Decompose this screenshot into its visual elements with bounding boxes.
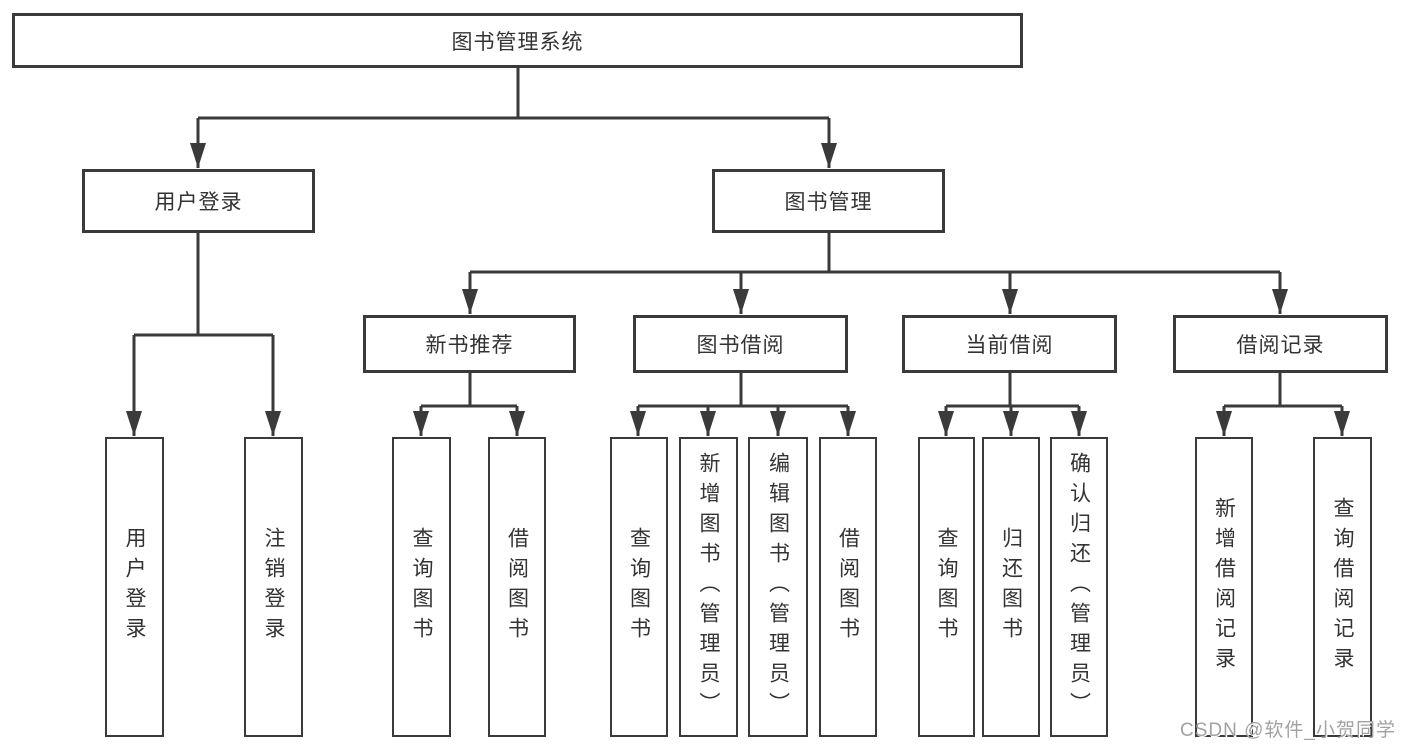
node-return-books: 归还图书	[982, 437, 1040, 737]
node-query-books-under-recommendation: 查询图书	[392, 437, 451, 737]
node-confirm-return-admin: 确认归还（管理员）	[1050, 437, 1108, 737]
node-label: 注销登录	[262, 527, 285, 647]
node-logout-action: 注销登录	[244, 437, 303, 737]
node-borrow-books-under-recommendation: 借阅图书	[488, 437, 546, 737]
node-label: 编辑图书（管理员）	[766, 452, 790, 722]
node-label: 新增图书（管理员）	[697, 452, 720, 722]
node-borrowing-records: 借阅记录	[1173, 315, 1388, 373]
node-user-login: 用户登录	[82, 169, 315, 233]
node-borrow-books-under-borrowing: 借阅图书	[819, 437, 877, 737]
node-book-management: 图书管理	[712, 169, 945, 233]
node-label: 查询图书	[627, 527, 651, 647]
node-label: 查询借阅记录	[1331, 497, 1354, 677]
node-add-borrow-record: 新增借阅记录	[1195, 437, 1253, 737]
node-new-book-recommendation: 新书推荐	[363, 315, 576, 373]
node-label: 归还图书	[999, 527, 1023, 647]
node-label: 借阅图书	[836, 527, 860, 647]
node-current-borrowing: 当前借阅	[902, 315, 1117, 373]
node-query-books-under-current: 查询图书	[918, 437, 975, 737]
node-label: 新增借阅记录	[1212, 497, 1236, 677]
node-label: 用户登录	[123, 527, 146, 647]
node-edit-books-admin: 编辑图书（管理员）	[748, 437, 808, 737]
node-user-login-action: 用户登录	[105, 437, 164, 737]
node-query-books-under-borrowing: 查询图书	[610, 437, 668, 737]
watermark: CSDN @软件_小贺同学	[1180, 720, 1396, 741]
node-label: 借阅图书	[505, 527, 529, 647]
node-label: 查询图书	[410, 527, 433, 647]
node-label: 确认归还（管理员）	[1067, 452, 1091, 722]
node-query-borrow-record: 查询借阅记录	[1313, 437, 1372, 737]
node-library-management-system: 图书管理系统	[12, 13, 1023, 68]
node-book-borrowing: 图书借阅	[633, 315, 848, 373]
node-add-books-admin: 新增图书（管理员）	[679, 437, 738, 737]
node-label: 查询图书	[935, 527, 958, 647]
